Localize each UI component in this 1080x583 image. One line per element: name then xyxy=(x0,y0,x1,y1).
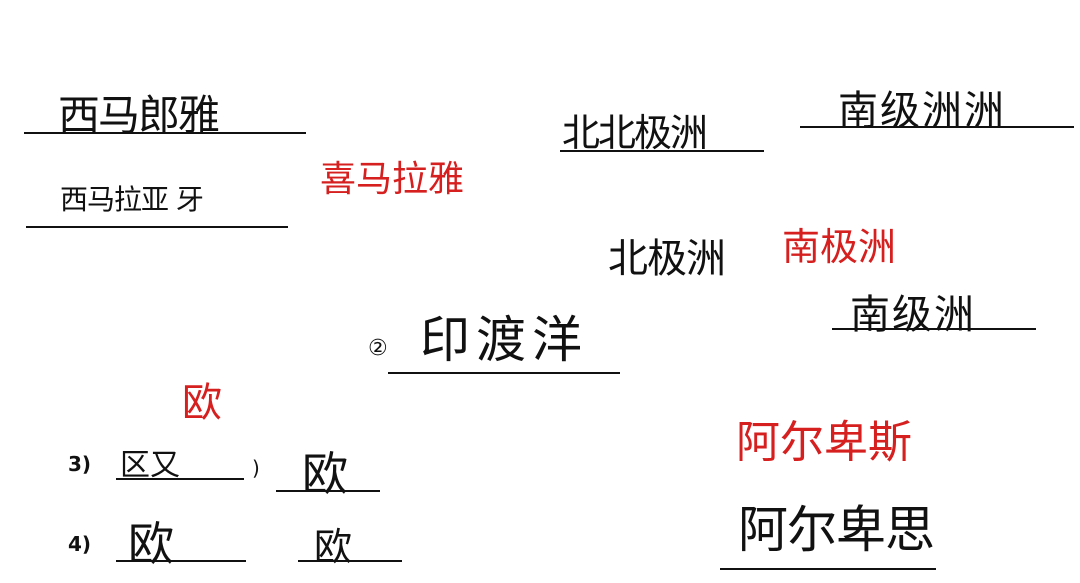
handwritten-himalaya-2: 西马拉亚 牙 xyxy=(60,183,204,216)
answer-line xyxy=(24,132,306,134)
answer-line xyxy=(116,560,246,562)
correction-antarctica: 南极洲 xyxy=(782,225,897,269)
answer-line xyxy=(276,490,380,492)
handwritten-arctic-1: 北北极洲 xyxy=(562,111,708,155)
handwritten-arctic-2: 北极洲 xyxy=(608,236,726,282)
answer-line xyxy=(116,478,244,480)
handwritten-antarctic-2: 南级洲 xyxy=(850,292,976,338)
answer-line xyxy=(560,150,764,152)
handwritten-indian-ocean: 印渡洋 xyxy=(420,311,588,369)
handwritten-europe-2: 欧 xyxy=(302,447,348,501)
correction-europe: 欧 xyxy=(182,380,222,426)
paren-mark: ) xyxy=(252,456,260,480)
handwritten-europe-3: 欧 xyxy=(128,517,174,571)
question-number-4: 4) xyxy=(68,532,92,556)
answer-line xyxy=(800,126,1074,128)
handwritten-europe-1: 区又 xyxy=(120,448,180,483)
question-number-3: 3) xyxy=(68,452,92,476)
handwritten-europe-4: 欧 xyxy=(314,525,353,569)
correction-alps: 阿尔卑斯 xyxy=(736,417,912,468)
answer-line xyxy=(388,372,620,374)
handwritten-alps: 阿尔卑思 xyxy=(738,501,935,559)
correction-himalaya: 喜马拉雅 xyxy=(320,159,465,200)
answer-line xyxy=(832,328,1036,330)
circle-number-mark: ② xyxy=(368,336,388,361)
answer-line xyxy=(26,226,288,228)
answer-line xyxy=(298,560,402,562)
handwritten-himalaya-1: 西马郎雅 xyxy=(58,91,220,140)
answer-line xyxy=(720,568,936,570)
